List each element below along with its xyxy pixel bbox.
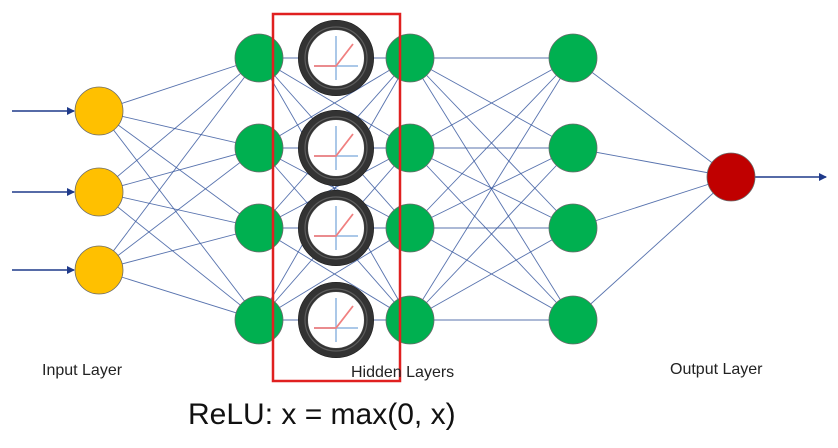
connection-edge: [98, 191, 260, 229]
connection-edge: [409, 227, 574, 321]
connection-edge: [258, 57, 411, 321]
connection-edge: [409, 147, 574, 229]
relu-ring-band: [298, 20, 374, 96]
hidden-node: [385, 33, 435, 83]
connection-edge: [98, 147, 260, 271]
relu-ring-highlight: [304, 26, 368, 90]
connection-edge: [98, 57, 260, 193]
connection-edge: [98, 110, 260, 229]
hidden-node: [548, 123, 598, 173]
connection-edge: [572, 147, 732, 178]
hidden-node: [548, 295, 598, 345]
hidden-node: [548, 203, 598, 253]
connection-edge: [409, 147, 574, 321]
connection-edges: [98, 57, 732, 321]
hidden-node: [234, 203, 284, 253]
network-nodes: [74, 33, 756, 345]
connection-edge: [572, 57, 732, 178]
connection-edge: [409, 57, 574, 321]
connection-edge: [572, 176, 732, 321]
connection-edge: [98, 57, 260, 271]
connection-edge: [258, 147, 411, 229]
relu-highlight-box: [271, 12, 402, 383]
connection-edge: [98, 191, 260, 321]
relu-curve: [314, 133, 354, 157]
hidden-node: [234, 33, 284, 83]
connection-edge: [98, 269, 260, 321]
hidden-node: [385, 203, 435, 253]
input-node: [74, 245, 124, 295]
relu-curve: [314, 305, 354, 329]
hidden-node: [234, 295, 284, 345]
input-node: [74, 167, 124, 217]
connection-edge: [409, 57, 574, 229]
relu-curve: [314, 43, 354, 67]
relu-caption: ReLU: x = max(0, x): [188, 398, 456, 431]
relu-unit: [298, 282, 374, 358]
relu-ring-band: [298, 190, 374, 266]
relu-ring-band: [298, 110, 374, 186]
connection-edge: [258, 227, 411, 321]
relu-unit: [298, 190, 374, 266]
relu-ring-highlight: [304, 116, 368, 180]
relu-unit: [298, 20, 374, 96]
relu-ring-band: [298, 282, 374, 358]
hidden-layers-label: Hidden Layers: [351, 364, 455, 381]
hidden-node: [548, 33, 598, 83]
output-layer-label: Output Layer: [670, 361, 763, 378]
connection-edge: [98, 110, 260, 149]
hidden-node: [385, 123, 435, 173]
relu-ring-highlight: [304, 196, 368, 260]
hidden-node: [234, 123, 284, 173]
connection-edge: [409, 57, 574, 149]
connection-edge: [258, 57, 411, 149]
input-layer-label: Input Layer: [42, 362, 123, 379]
relu-unit: [298, 110, 374, 186]
hidden-node: [385, 295, 435, 345]
connection-edge: [98, 147, 260, 193]
connection-edge: [98, 227, 260, 271]
input-node: [74, 86, 124, 136]
output-node: [706, 152, 756, 202]
connection-edge: [98, 110, 260, 321]
relu-units: [298, 20, 374, 358]
relu-curve: [314, 213, 354, 237]
connection-edge: [98, 57, 260, 112]
io-arrows: [12, 107, 827, 274]
relu-ring-highlight: [304, 288, 368, 352]
connection-edge: [572, 176, 732, 229]
